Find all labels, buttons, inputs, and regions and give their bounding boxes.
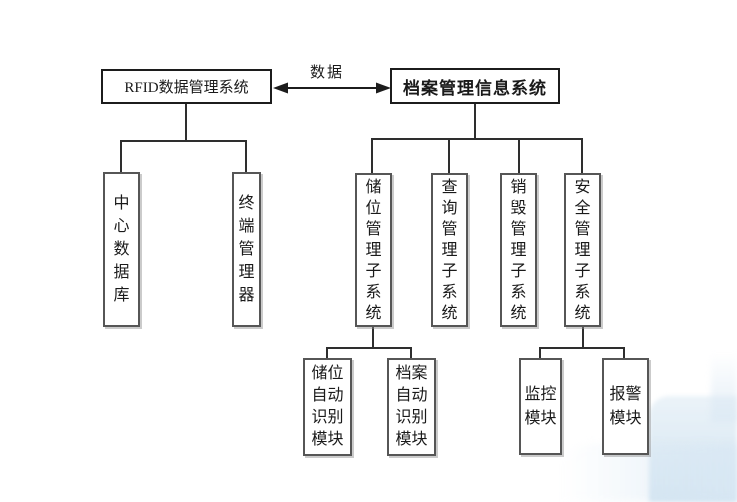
node-storage-auto-identification-module: 储位自动识别模块 (303, 358, 352, 456)
connector-line (582, 327, 584, 347)
connector-line (474, 104, 476, 138)
connector-line (326, 347, 412, 349)
node-label: 查询管理子系统 (441, 178, 458, 322)
connector-line (245, 140, 247, 172)
node-archive-auto-identification-module: 档案自动识别模块 (387, 358, 436, 456)
connector-line (371, 138, 373, 173)
arrow-label-data: 数据 (309, 65, 344, 81)
node-label: 中心数据库 (113, 195, 130, 304)
node-terminal-manager: 终端管理器 (232, 172, 261, 327)
node-monitor-module: 监控模块 (519, 358, 562, 455)
background-wash-bottom (562, 444, 737, 502)
connector-line (372, 327, 374, 347)
connector-line (120, 140, 122, 172)
node-label: 报警模块 (609, 385, 642, 427)
node-alarm-module: 报警模块 (602, 358, 649, 455)
node-label: 销毁管理子系统 (510, 178, 527, 322)
node-archive-management-info-system: 档案管理信息系统 (390, 68, 560, 104)
connector-line (623, 347, 625, 358)
connector-line (410, 347, 412, 358)
node-security-management-subsystem: 安全管理子系统 (564, 173, 601, 327)
node-label: 档案自动识别模块 (395, 365, 428, 448)
connector-line (371, 138, 583, 140)
node-label: 监控模块 (524, 385, 557, 427)
node-rfid-data-management-system: RFID数据管理系统 (101, 69, 272, 104)
node-central-database: 中心数据库 (103, 172, 140, 327)
connector-line (539, 347, 541, 358)
node-destruction-management-subsystem: 销毁管理子系统 (500, 173, 537, 327)
node-label: 储位管理子系统 (365, 178, 382, 322)
node-label: 安全管理子系统 (574, 178, 591, 322)
connector-line (539, 347, 625, 349)
background-wash-right-edge (711, 352, 737, 422)
connector-line (518, 138, 520, 173)
connector-line (448, 138, 450, 173)
background-wash-bottom-right (649, 396, 737, 502)
node-label: 终端管理器 (238, 195, 255, 304)
data-exchange-double-arrow (273, 82, 391, 94)
node-storage-management-subsystem: 储位管理子系统 (355, 173, 392, 327)
connector-line (326, 347, 328, 358)
node-label: 储位自动识别模块 (311, 365, 344, 448)
connector-line (581, 138, 583, 173)
connector-line (185, 104, 187, 140)
node-query-management-subsystem: 查询管理子系统 (431, 173, 468, 327)
connector-line (120, 140, 247, 142)
node-label: 档案管理信息系统 (403, 78, 547, 98)
node-label: RFID数据管理系统 (124, 80, 249, 96)
